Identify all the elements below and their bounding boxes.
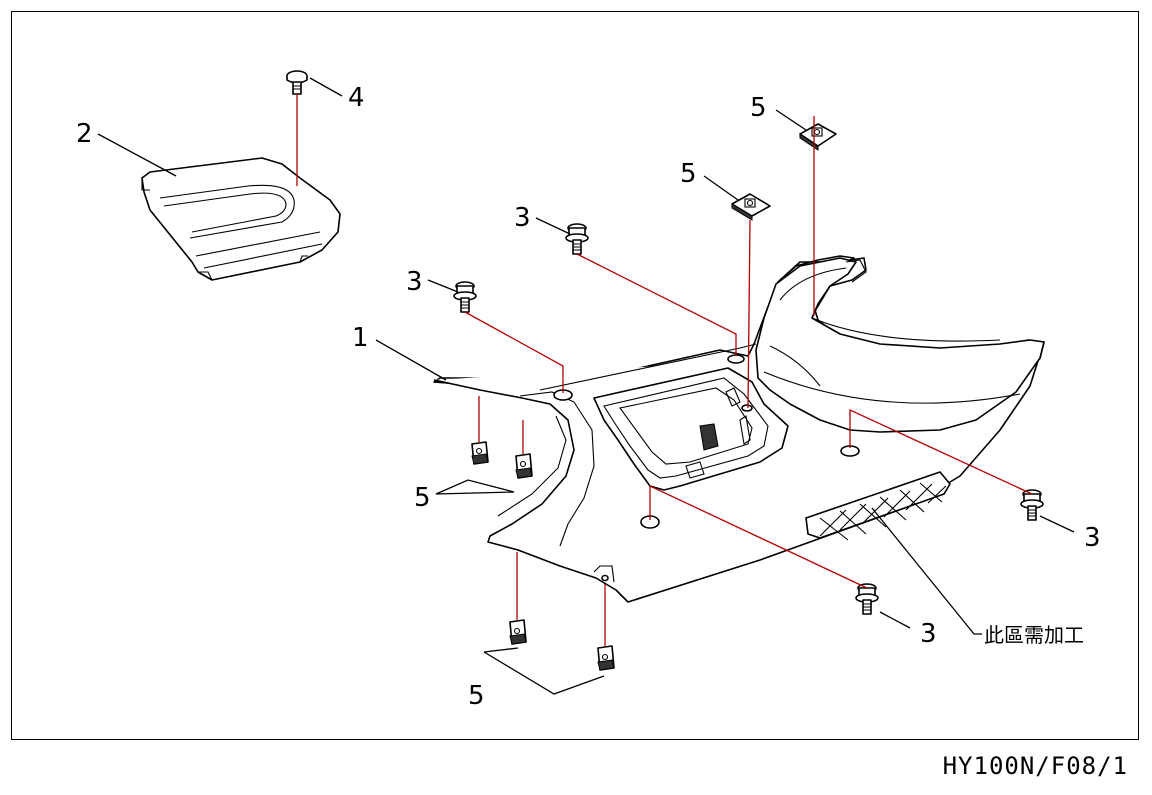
clip-nut-bottom-1 <box>509 619 527 645</box>
callout-5-top-1: 5 <box>750 93 767 123</box>
callout-3-top: 3 <box>514 203 531 233</box>
machining-note: 此區需加工 <box>984 623 1084 647</box>
assembly-lines <box>296 94 1033 646</box>
part-1-floor-board <box>433 255 1045 603</box>
screw-3-bottom <box>855 583 879 615</box>
clip-nut-left-2 <box>515 453 533 479</box>
callout-4: 4 <box>348 83 365 113</box>
leader-lines <box>97 77 1075 695</box>
screw-3-right <box>1020 489 1044 521</box>
clip-nut-top-1 <box>799 123 837 151</box>
diagram-frame <box>11 11 1139 740</box>
drawing-code: HY100N/F08/1 <box>942 752 1128 780</box>
callout-3-right: 3 <box>1084 523 1101 553</box>
part-2-cover-panel <box>141 157 341 281</box>
screw-3-top <box>565 223 589 255</box>
clip-nut-bottom-2 <box>597 645 615 671</box>
callout-5-left: 5 <box>414 483 431 513</box>
callout-1: 1 <box>352 323 369 353</box>
callout-5-bottom: 5 <box>468 681 485 711</box>
clip-nut-top-2 <box>731 193 771 221</box>
callout-3-left: 3 <box>406 267 423 297</box>
callout-3-bottom: 3 <box>920 619 937 649</box>
screw-3-left <box>453 281 477 313</box>
screw-4 <box>286 70 308 95</box>
clip-nut-left-1 <box>471 441 489 465</box>
callout-2: 2 <box>76 119 93 149</box>
callout-5-top-2: 5 <box>680 159 697 189</box>
